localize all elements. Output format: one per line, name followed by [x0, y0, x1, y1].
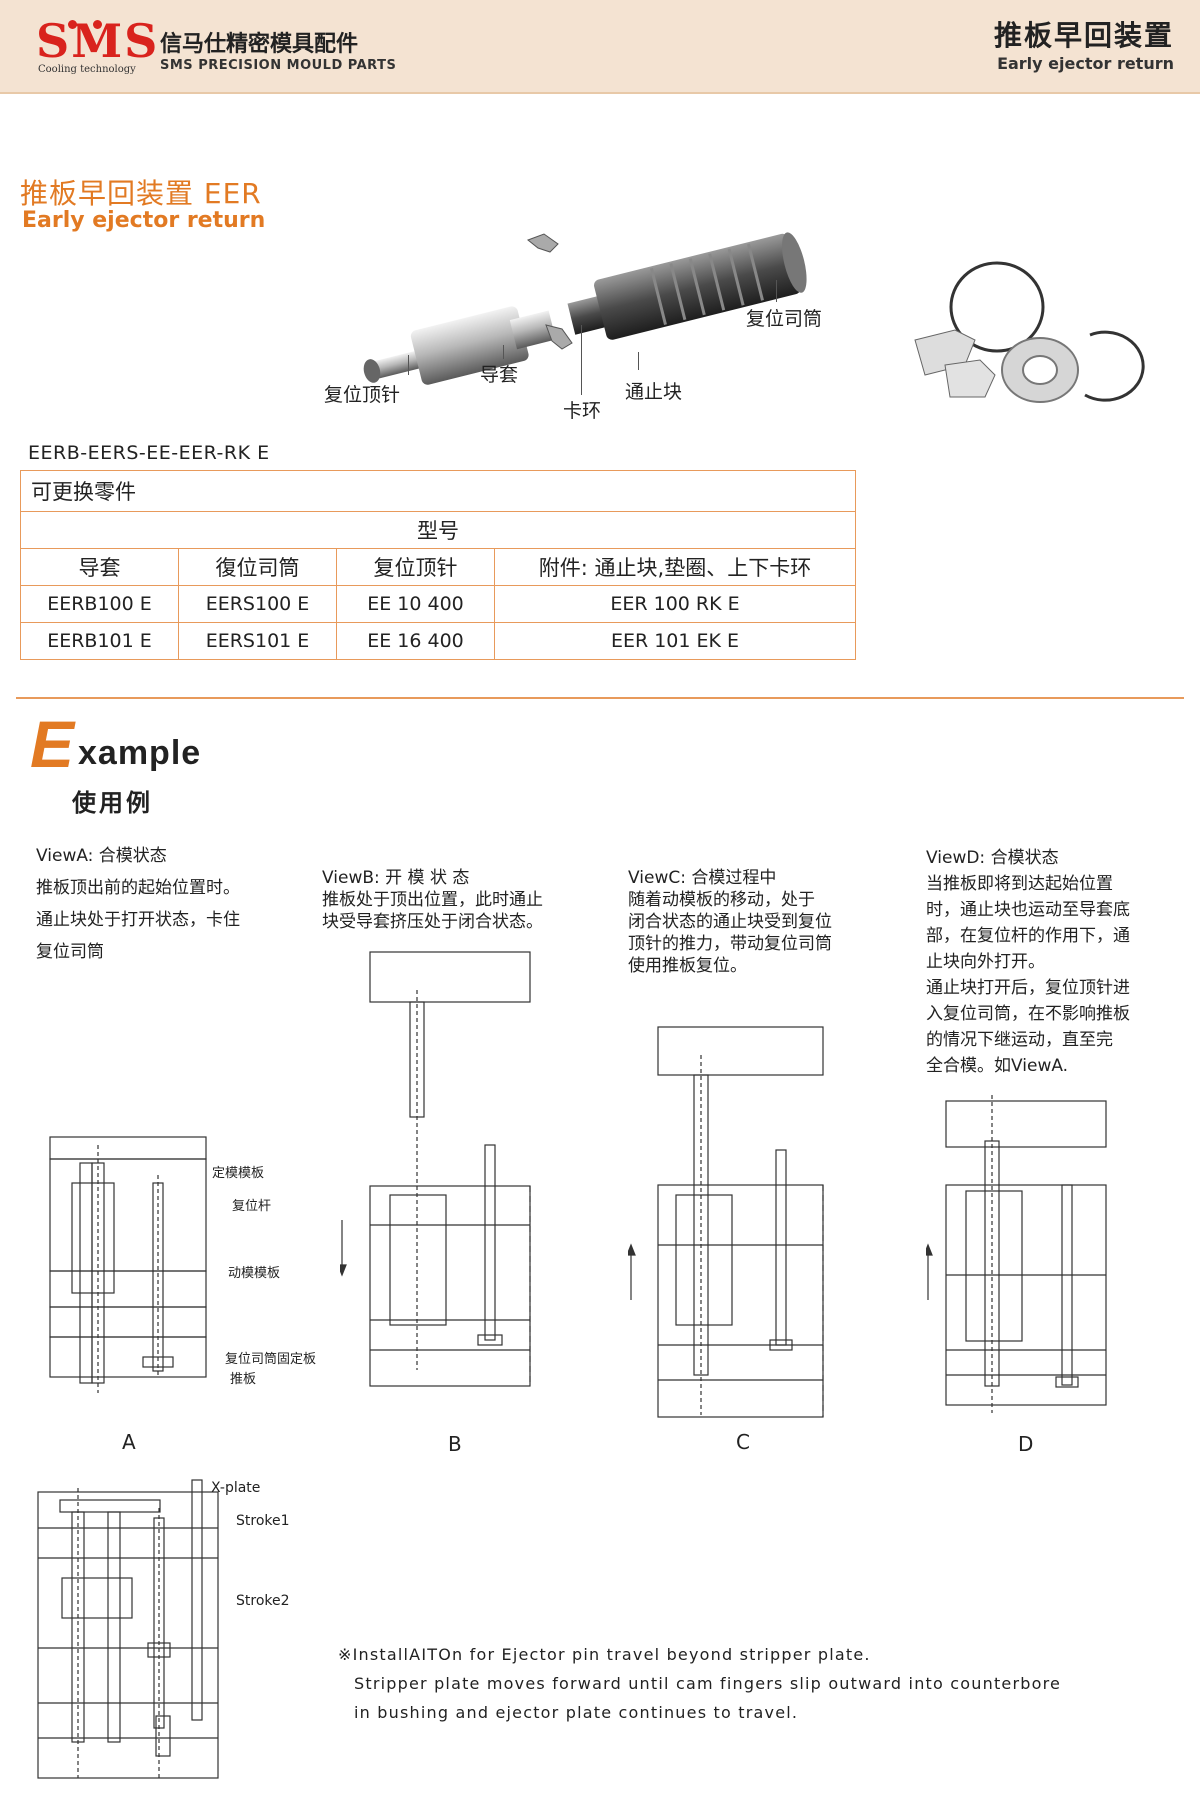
view-d-line: 的情况下继运动，直至完	[926, 1030, 1113, 1050]
table-cell: EE 10 400	[336, 585, 495, 623]
view-b-line: 块受导套挤压处于闭合状态。	[322, 912, 543, 932]
accessory-parts-illustration	[914, 261, 1145, 403]
view-c-line: ViewC: 合模过程中	[628, 868, 777, 888]
view-d-line: ViewD: 合模状态	[926, 848, 1059, 868]
diagram-d	[926, 1095, 1107, 1413]
example-heading: xample	[78, 734, 202, 772]
view-a-line: ViewA: 合模状态	[36, 846, 167, 866]
view-d-line: 时，通止块也运动至导套底	[926, 900, 1130, 920]
view-d-line: 当推板即将到达起始位置	[926, 874, 1113, 894]
column-header: 导套	[20, 548, 179, 586]
product-illustration	[363, 232, 807, 385]
table-caption: 可更换零件	[20, 470, 856, 512]
company-name-en: SMS PRECISION MOULD PARTS	[160, 58, 397, 73]
column-header: 附件: 通止块,垫圈、上下卡环	[494, 548, 856, 586]
footnote-line: ※InstallAITOn for Ejector pin travel bey…	[338, 1645, 871, 1664]
logo-subtitle: Cooling technology	[38, 64, 136, 75]
leader-line	[503, 345, 504, 359]
view-a-line: 通止块处于打开状态，卡住	[36, 910, 240, 930]
label-reset-sleeve: 复位司筒	[746, 308, 823, 330]
column-header: 復位司筒	[178, 548, 337, 586]
view-b-description: ViewB: 开 模 状 态 推板处于顶出位置，此时通止 块受导套挤压处于闭合状…	[322, 867, 543, 933]
view-a-description: ViewA: 合模状态 推板顶出前的起始位置时。 通止块处于打开状态，卡住 复位…	[36, 840, 240, 968]
logo-dots	[68, 14, 118, 33]
label-reset-pin: 复位顶针	[324, 384, 401, 406]
anno-moving-plate: 动模模板	[228, 1266, 281, 1281]
sms-logo: SMS	[36, 14, 160, 68]
leader-line	[638, 352, 639, 370]
leader-line	[408, 355, 409, 375]
example-heading-cn: 使用例	[72, 789, 153, 817]
view-c-line: 随着动模板的移动，处于	[628, 890, 815, 910]
diagram-c	[628, 1026, 824, 1418]
label-clip-ring: 卡环	[563, 400, 602, 422]
anno-stroke1: Stroke1	[236, 1513, 290, 1529]
table-cell: EERB100 E	[20, 585, 179, 623]
view-d-line: 全合模。如ViewA.	[926, 1056, 1069, 1076]
table-cell: EERB101 E	[20, 622, 179, 660]
section-title-en: Early ejector return	[22, 208, 266, 233]
example-big-letter: E	[30, 707, 75, 781]
diagram-a	[49, 1136, 207, 1393]
model-code: EERB-EERS-EE-EER-RK E	[28, 442, 270, 464]
view-d-line: 止块向外打开。	[926, 952, 1045, 972]
view-c-description: ViewC: 合模过程中 随着动模板的移动，处于 闭合状态的通止块受到复位 顶针…	[628, 867, 832, 977]
table-cell: EER 100 RK E	[494, 585, 856, 623]
anno-fixed-plate: 定模模板	[212, 1166, 265, 1181]
table-row: EERB101 E EERS101 E EE 16 400 EER 101 EK…	[20, 622, 856, 660]
replaceable-parts-table: 可更换零件 型号 导套 復位司筒 复位顶针 附件: 通止块,垫圈、上下卡环 EE…	[20, 470, 856, 660]
view-d-description: ViewD: 合模状态 当推板即将到达起始位置 时，通止块也运动至导套底 部，在…	[926, 845, 1130, 1079]
anno-ejector-plate: 推板	[230, 1372, 257, 1387]
footnote-line: in bushing and ejector plate continues t…	[354, 1703, 799, 1722]
leader-line	[581, 325, 582, 395]
footnote: ※InstallAITOn for Ejector pin travel bey…	[338, 1640, 1061, 1727]
view-c-line: 使用推板复位。	[628, 956, 747, 976]
page-header: SMS Cooling technology 信马仕精密模具配件 SMS PRE…	[0, 0, 1200, 94]
view-a-line: 推板顶出前的起始位置时。	[36, 878, 240, 898]
diagram-b	[340, 951, 531, 1387]
view-c-line: 顶针的推力，带动复位司筒	[628, 934, 832, 954]
leader-line	[776, 280, 777, 302]
table-group-header: 型号	[20, 511, 856, 549]
table-cell: EE 16 400	[336, 622, 495, 660]
section-title-cn: 推板早回装置 EER	[20, 177, 262, 210]
anno-stroke2: Stroke2	[236, 1593, 290, 1609]
column-header: 复位顶针	[336, 548, 495, 586]
view-d-line: 入复位司筒，在不影响推板	[926, 1004, 1130, 1024]
view-a-line: 复位司筒	[36, 942, 104, 962]
label-guide-bush: 导套	[480, 364, 519, 386]
table-cell: EERS100 E	[178, 585, 337, 623]
figure-label-a: A	[122, 1430, 136, 1454]
table-cell: EERS101 E	[178, 622, 337, 660]
view-d-line: 部，在复位杆的作用下，通	[926, 926, 1130, 946]
table-row: EERB100 E EERS100 E EE 10 400 EER 100 RK…	[20, 585, 856, 623]
anno-x-plate: X-plate	[211, 1480, 261, 1496]
view-c-line: 闭合状态的通止块受到复位	[628, 912, 832, 932]
figure-label-d: D	[1018, 1432, 1034, 1456]
figure-label-c: C	[736, 1430, 750, 1454]
table-cell: EER 101 EK E	[494, 622, 856, 660]
anno-sleeve-plate: 复位司筒固定板	[225, 1352, 317, 1367]
diagram-stroke	[37, 1479, 219, 1779]
header-title-en: Early ejector return	[997, 54, 1174, 73]
footnote-line: Stripper plate moves forward until cam f…	[354, 1674, 1062, 1693]
view-b-line: ViewB: 开 模 状 态	[322, 868, 470, 888]
company-name-cn: 信马仕精密模具配件	[160, 32, 359, 57]
section-divider	[16, 697, 1184, 699]
anno-reset-rod: 复位杆	[232, 1199, 272, 1214]
view-b-line: 推板处于顶出位置，此时通止	[322, 890, 543, 910]
figure-label-b: B	[448, 1432, 462, 1456]
view-d-line: 通止块打开后，复位顶针进	[926, 978, 1130, 998]
label-stop-block: 通止块	[625, 381, 683, 403]
header-title-cn: 推板早回装置	[993, 19, 1174, 52]
